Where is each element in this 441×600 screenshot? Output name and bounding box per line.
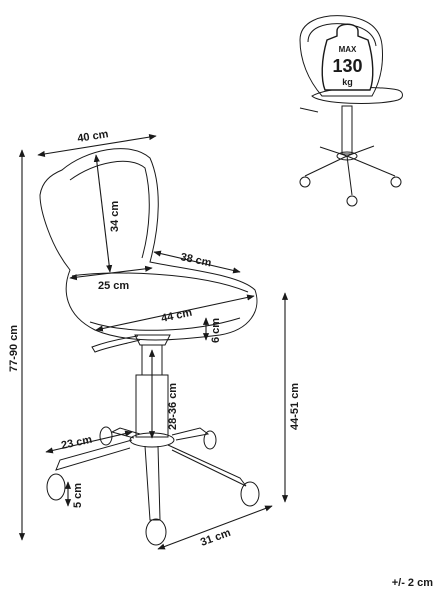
- adjustment-lever: [91, 335, 141, 353]
- caster-height-label: 5 cm: [72, 483, 84, 508]
- caster-right: [240, 481, 260, 507]
- seat-width-label: 44 cm: [160, 307, 193, 325]
- thumb-backrest: [299, 15, 383, 97]
- seat-thickness-label: 6 cm: [210, 318, 222, 343]
- badge-weight-value: 130: [332, 56, 362, 76]
- thumb-caster-1: [299, 176, 311, 188]
- base-leg-right: [171, 427, 210, 441]
- backrest-width-label: 40 cm: [77, 128, 110, 145]
- seat-width-arrow: [95, 294, 255, 332]
- seat-depth-arrow: [153, 250, 241, 274]
- seat-back-width-label: 25 cm: [98, 280, 129, 292]
- seat-back-width-arrow: [69, 265, 153, 281]
- chair-shell-outline: [39, 148, 258, 341]
- dimension-lines: 40 cm 34 cm 25 cm 38 cm 44 cm 6 cm 77-90…: [8, 128, 301, 550]
- leg-length-arrow: [45, 430, 133, 454]
- gas-lift-label: 28-36 cm: [167, 383, 179, 430]
- caster-back-left: [99, 426, 113, 446]
- base-depth-label: 31 cm: [199, 527, 233, 549]
- thumb-hub: [336, 151, 358, 161]
- thumb-gas-lift: [341, 105, 353, 155]
- base-depth-arrow: [157, 505, 273, 550]
- thumb-base: [304, 145, 396, 196]
- backrest-height-arrow: [93, 154, 113, 273]
- thumb-caster-3: [390, 176, 402, 188]
- weight-badge: [321, 23, 374, 91]
- badge-max-text: MAX: [339, 45, 357, 54]
- max-load-thumbnail: MAX 130 kg: [299, 15, 403, 207]
- seat-mechanism: [134, 334, 171, 346]
- backrest-width-arrow: [37, 134, 157, 157]
- caster-back-right: [203, 430, 217, 450]
- caster-left: [46, 473, 66, 501]
- backrest-height-label: 34 cm: [109, 201, 121, 232]
- badge-unit-text: kg: [342, 77, 353, 87]
- seat-depth-label: 38 cm: [179, 251, 212, 269]
- thumb-lever: [299, 107, 319, 113]
- thumb-caster-2: [346, 195, 358, 207]
- tolerance-note: +/- 2 cm: [391, 577, 433, 589]
- base-leg-front-left: [144, 445, 161, 521]
- seat-height-label: 44-51 cm: [289, 383, 301, 430]
- leg-length-label: 23 cm: [60, 434, 93, 452]
- total-height-label: 77-90 cm: [8, 325, 20, 372]
- caster-front: [145, 518, 167, 546]
- base-leg-front-right: [167, 444, 247, 487]
